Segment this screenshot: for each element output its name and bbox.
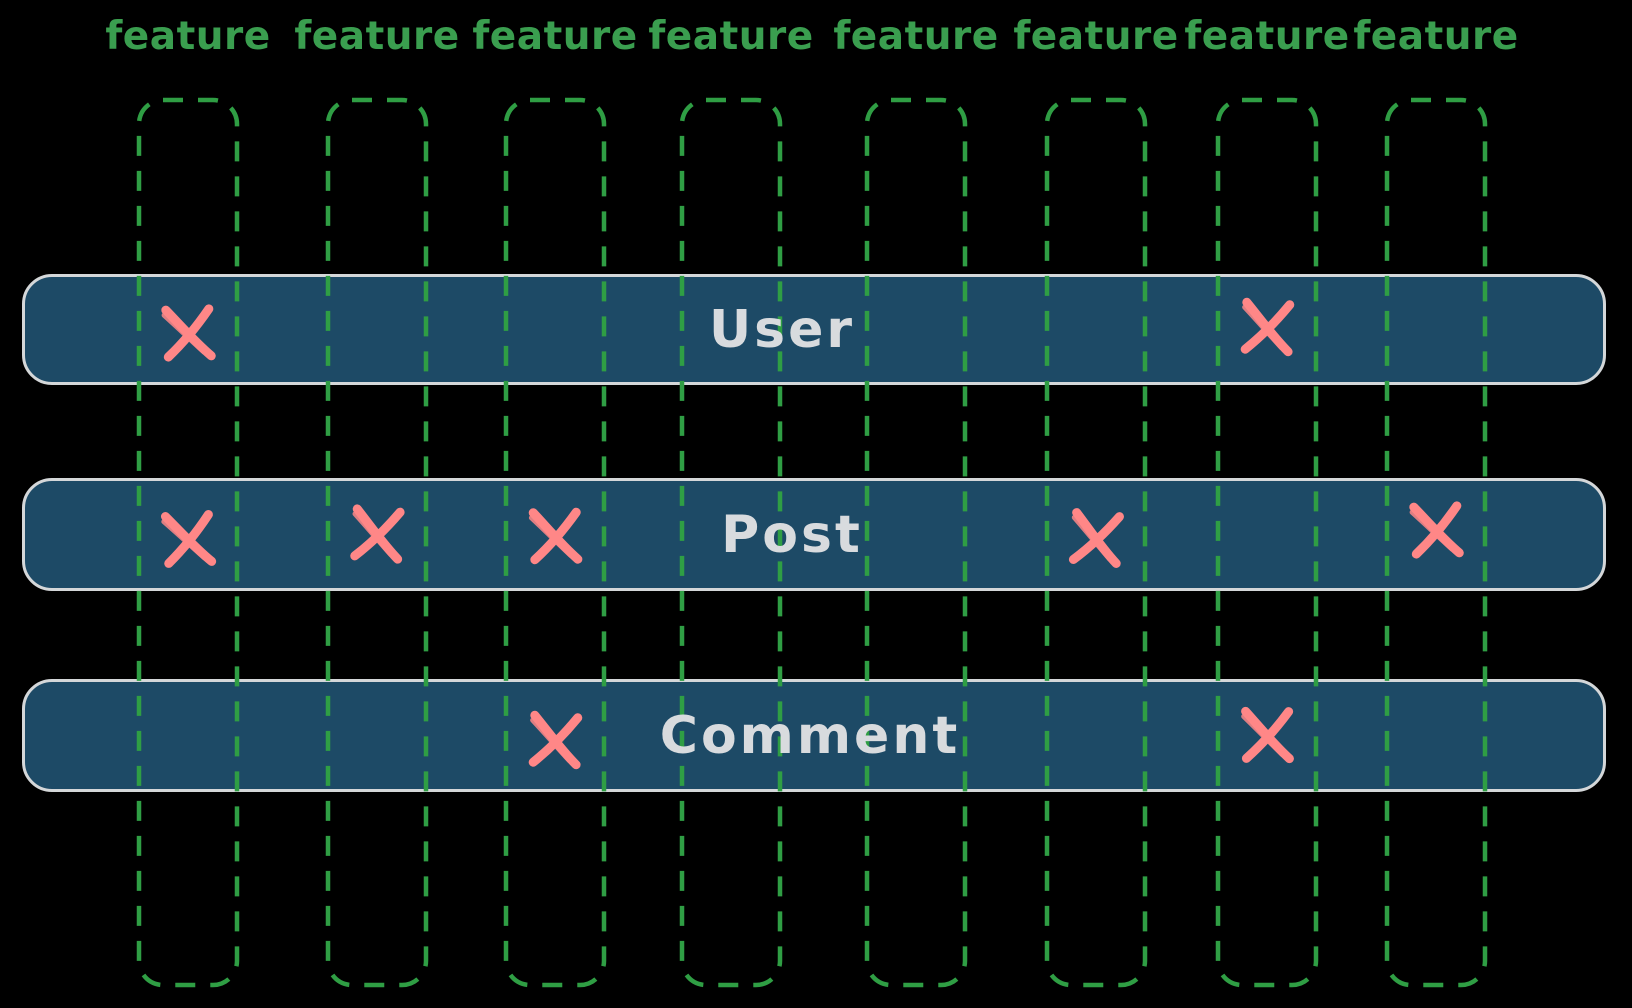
feature-column-5 <box>864 97 968 988</box>
x-mark-stroke <box>164 509 213 568</box>
x-mark-stroke <box>350 507 405 560</box>
feature-column-8 <box>1384 97 1488 988</box>
entity-label-post: Post <box>721 504 863 565</box>
x-mark-stroke <box>1240 299 1295 354</box>
feature-column-label-8: feature <box>1353 14 1519 59</box>
feature-column-7 <box>1215 97 1319 988</box>
entity-label-comment: Comment <box>659 705 961 766</box>
feature-column-label-7: feature <box>1184 14 1350 59</box>
x-mark-stroke <box>163 303 214 362</box>
feature-column-6 <box>1044 97 1148 988</box>
x-mark-comment-col3 <box>528 710 583 769</box>
feature-column-4 <box>679 97 783 988</box>
x-mark-post-col8 <box>1409 500 1464 559</box>
x-mark-comment-col7 <box>1241 706 1294 763</box>
x-mark-stroke <box>528 712 583 767</box>
feature-column-label-5: feature <box>833 14 999 59</box>
feature-column-label-6: feature <box>1013 14 1179 59</box>
feature-column-label-3: feature <box>472 14 638 59</box>
x-mark-post-col6 <box>1068 507 1124 568</box>
x-mark-stroke <box>1411 500 1462 559</box>
feature-column-3 <box>503 97 607 988</box>
feature-column-label-2: feature <box>294 14 460 59</box>
x-mark-user-col7 <box>1240 297 1295 356</box>
x-mark-user-col1 <box>161 303 216 362</box>
feature-column-2 <box>325 97 429 988</box>
feature-column-1 <box>136 97 240 988</box>
feature-column-label-4: feature <box>648 14 814 59</box>
x-mark-stroke <box>1068 511 1124 564</box>
entity-row-post <box>22 478 1606 591</box>
feature-column-label-1: feature <box>105 14 271 59</box>
x-mark-post-col3 <box>528 507 583 564</box>
x-mark-stroke <box>1241 706 1294 763</box>
x-mark-stroke <box>530 507 581 564</box>
x-mark-post-col1 <box>160 509 217 568</box>
entity-row-comment <box>22 679 1606 792</box>
entity-row-user <box>22 274 1606 385</box>
x-mark-post-col2 <box>350 503 405 564</box>
entity-label-user: User <box>708 299 856 360</box>
